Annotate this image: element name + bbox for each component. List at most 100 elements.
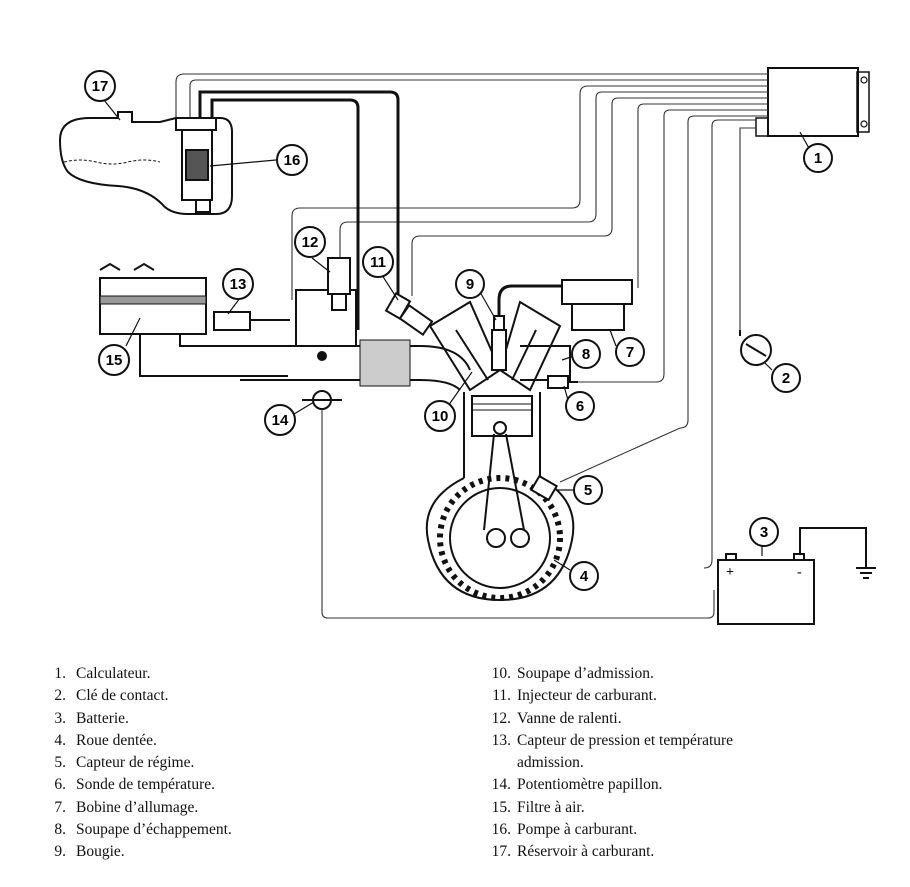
legend-number: 12. bbox=[491, 709, 511, 727]
battery-minus-label: - bbox=[797, 565, 802, 580]
legend-item: 8. Soupape d’échappement. bbox=[44, 819, 232, 841]
callout-9-number: 9 bbox=[466, 276, 474, 293]
legend-text: Bougie. bbox=[76, 843, 125, 861]
legend-item-continuation: admission. bbox=[481, 752, 733, 774]
legend-item: 4.Roue dentée. bbox=[44, 730, 232, 752]
fuel-tank bbox=[58, 111, 233, 215]
legend-number: 14. bbox=[491, 776, 511, 794]
callout-7: 7 bbox=[615, 337, 645, 367]
legend-number: 16. bbox=[491, 821, 511, 839]
callout-5-number: 5 bbox=[584, 482, 592, 499]
map-sensor bbox=[213, 311, 290, 331]
cylinder-block bbox=[463, 392, 541, 531]
callout-17-number: 17 bbox=[92, 78, 109, 95]
legend-item: 3. Batterie. bbox=[44, 708, 232, 730]
legend-text: Vanne de ralenti. bbox=[517, 709, 622, 727]
fuel-pump bbox=[175, 117, 217, 213]
legend-text: Sonde de température. bbox=[76, 776, 216, 794]
legend-item: 5. Capteur de régime. bbox=[44, 752, 232, 774]
legend-text: Pompe à carburant. bbox=[517, 821, 638, 839]
legend-text: Bobine d’allumage. bbox=[76, 798, 199, 816]
callout-3-number: 3 bbox=[760, 524, 768, 541]
fuel-injector bbox=[384, 291, 434, 336]
callout-10: 10 bbox=[424, 400, 456, 432]
legend-item: 1.Calculateur. bbox=[44, 663, 232, 685]
legend-item: 10. Soupape d’admission. bbox=[481, 663, 733, 685]
callout-11-number: 11 bbox=[370, 254, 386, 271]
callout-2: 2 bbox=[771, 363, 801, 393]
legend-number: 8. bbox=[54, 821, 66, 839]
ecu-unit bbox=[755, 67, 870, 137]
legend-text: Soupape d’admission. bbox=[517, 665, 654, 682]
callout-14: 14 bbox=[264, 404, 296, 436]
legend-item: 9. Bougie. bbox=[44, 841, 232, 863]
legend-item: 16. Pompe à carburant. bbox=[481, 819, 733, 841]
legend-number: 5. bbox=[54, 754, 66, 772]
legend-right: 10. Soupape d’admission. 11. Injecteur de … bbox=[481, 663, 733, 864]
legend-number: 13. bbox=[491, 731, 511, 749]
legend-text: Calculateur. bbox=[76, 665, 151, 682]
legend-item: 15. Filtre à air. bbox=[481, 797, 733, 819]
legend-text: Roue dentée. bbox=[76, 731, 157, 749]
legend-number: 10. bbox=[491, 665, 511, 682]
callout-17: 17 bbox=[84, 70, 116, 102]
callout-12: 12 bbox=[294, 226, 326, 258]
callout-1-number: 1 bbox=[814, 150, 822, 167]
callout-8-number: 8 bbox=[582, 346, 590, 363]
ecu-wiring bbox=[175, 73, 768, 619]
legend-item: 2. Clé de contact. bbox=[44, 685, 232, 707]
legend-number: 17. bbox=[491, 843, 511, 861]
callout-9: 9 bbox=[455, 269, 485, 299]
legend-item: 14.Potentiomètre papillon. bbox=[481, 774, 733, 796]
legend-text: Clé de contact. bbox=[76, 687, 169, 705]
callout-10-number: 10 bbox=[432, 408, 449, 425]
callout-16-number: 16 bbox=[284, 152, 301, 169]
callout-14-number: 14 bbox=[272, 412, 289, 429]
legend-number: 15. bbox=[491, 798, 511, 816]
intake-manifold bbox=[240, 289, 471, 391]
idle-valve bbox=[327, 257, 351, 311]
legend-item: 6. Sonde de température. bbox=[44, 774, 232, 796]
engine-management-diagram: + - 1 2 3 4 5 bbox=[58, 67, 876, 625]
legend-text: Réservoir à carburant. bbox=[517, 843, 655, 861]
callout-4: 4 bbox=[569, 561, 599, 591]
legend-item: 17. Réservoir à carburant. bbox=[481, 841, 733, 863]
legend-item: 7. Bobine d’allumage. bbox=[44, 797, 232, 819]
legend-text: Batterie. bbox=[76, 709, 129, 727]
legend-item: 13. Capteur de pression et température bbox=[481, 730, 733, 752]
callout-11: 11 bbox=[362, 246, 394, 278]
legend-item: 12. Vanne de ralenti. bbox=[481, 708, 733, 730]
callout-2-number: 2 bbox=[782, 370, 790, 387]
callout-3: 3 bbox=[749, 517, 779, 547]
ignition-coil bbox=[561, 279, 633, 331]
legend-number: 6. bbox=[54, 776, 66, 794]
callout-8: 8 bbox=[571, 339, 601, 369]
fuel-lines bbox=[198, 90, 400, 330]
legend-text: Filtre à air. bbox=[517, 798, 585, 816]
callout-1: 1 bbox=[803, 143, 833, 173]
legend-text: Capteur de pression et température bbox=[517, 731, 734, 749]
throttle-potentiometer bbox=[302, 351, 342, 410]
callout-7-number: 7 bbox=[626, 344, 634, 361]
callout-15: 15 bbox=[98, 344, 130, 376]
legend-number: 9. bbox=[54, 843, 66, 861]
callout-13: 13 bbox=[222, 268, 254, 300]
battery-plus-label: + bbox=[726, 565, 734, 580]
legend-number: 7. bbox=[54, 798, 66, 816]
temperature-sensor bbox=[547, 375, 578, 389]
spark-plug bbox=[491, 284, 570, 371]
trigger-wheel bbox=[425, 475, 575, 602]
legend-text: Soupape d’échappement. bbox=[76, 821, 232, 839]
legend-number: 2. bbox=[54, 687, 66, 705]
callout-5: 5 bbox=[573, 475, 603, 505]
crank-speed-sensor bbox=[529, 474, 559, 502]
legend-text: Injecteur de carburant. bbox=[517, 687, 657, 705]
callout-12-number: 12 bbox=[302, 234, 319, 251]
callout-leaders bbox=[103, 99, 811, 571]
legend-left: 1.Calculateur. 2. Clé de contact. 3. Batte… bbox=[44, 663, 232, 864]
callout-4-number: 4 bbox=[580, 568, 589, 585]
legend-number: 11. bbox=[492, 687, 511, 705]
legend-number: 3. bbox=[54, 709, 66, 727]
callout-16: 16 bbox=[276, 144, 308, 176]
legend-text: Capteur de régime. bbox=[76, 754, 195, 772]
